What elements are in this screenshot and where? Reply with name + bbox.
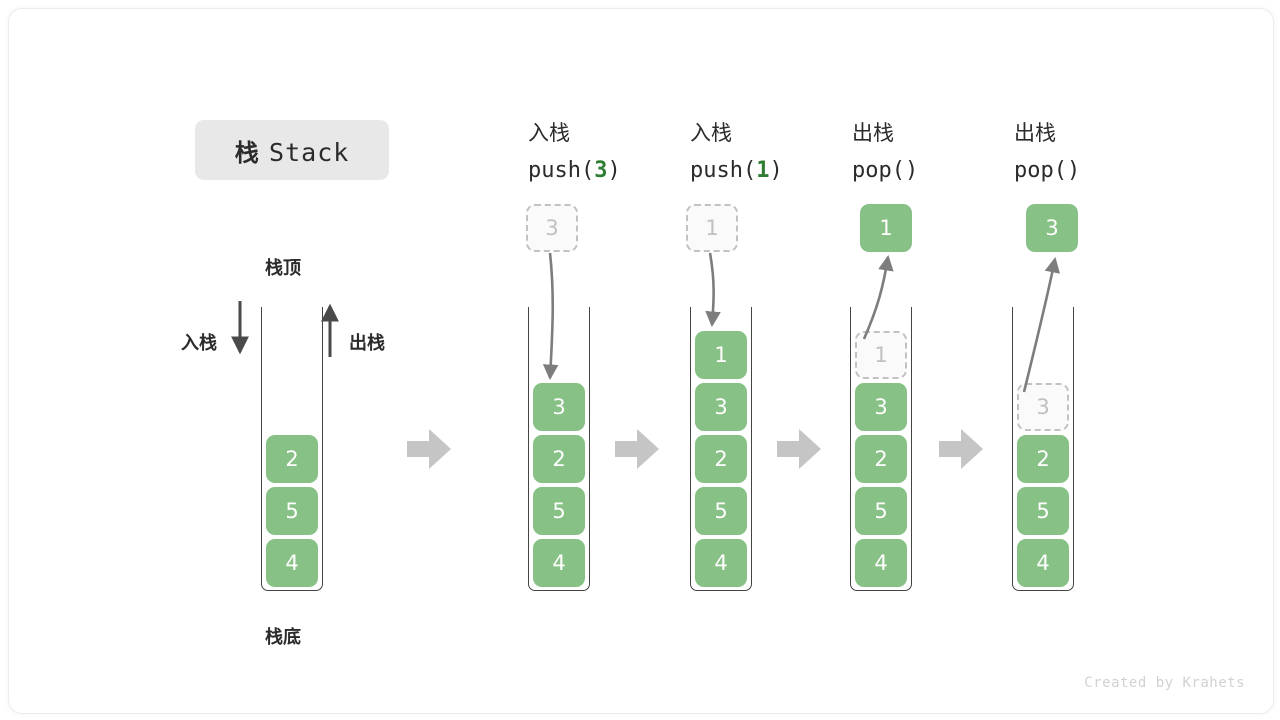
stack-cell: 4: [855, 539, 907, 587]
stack-initial-cells: 4 5 2: [266, 431, 318, 587]
transition-arrow: [407, 429, 451, 469]
call-prefix: push(: [690, 158, 757, 183]
column-head-line2: pop(): [1014, 152, 1080, 190]
call-prefix: push(: [528, 158, 595, 183]
stack-cell: 5: [695, 487, 747, 535]
stack-before-pop-2: 4 5 2 3: [1012, 307, 1074, 591]
column-head-line2: push(1): [690, 152, 783, 190]
stack-cell: 4: [1017, 539, 1069, 587]
stack-initial: 4 5 2: [261, 307, 323, 591]
popped-box-1: 1: [860, 204, 912, 252]
stack-cell: 2: [695, 435, 747, 483]
pop-side-label: 出栈: [349, 333, 385, 354]
call-argument: 3: [594, 158, 608, 183]
stack-after-push-3: 4 5 2 3: [528, 307, 590, 591]
stack-frame: [1012, 307, 1074, 591]
stack-cells: 4 5 2 3 1: [855, 327, 907, 587]
stack-cell: 5: [1017, 487, 1069, 535]
stack-cell: 5: [855, 487, 907, 535]
stack-bottom-label: 栈底: [265, 627, 301, 648]
stack-cell: 2: [855, 435, 907, 483]
column-head-line1: 出栈: [852, 121, 894, 145]
stack-frame: [690, 307, 752, 591]
stack-cell: 4: [533, 539, 585, 587]
stack-after-push-1: 4 5 2 3 1: [690, 307, 752, 591]
stack-cell: 1: [695, 331, 747, 379]
column-head-line1: 入栈: [690, 121, 732, 145]
call-suffix: ): [607, 158, 621, 183]
call-prefix: pop(: [852, 158, 905, 183]
arrow-layer: [231, 252, 1060, 469]
stack-frame: [850, 307, 912, 591]
stack-frame: [528, 307, 590, 591]
stack-top-label: 栈顶: [265, 258, 301, 279]
stack-cell: 2: [266, 435, 318, 483]
stack-cell: 3: [855, 383, 907, 431]
call-suffix: ): [1066, 158, 1081, 183]
incoming-ghost-box-1: 1: [686, 204, 738, 252]
stack-cell: 2: [533, 435, 585, 483]
title-text: 栈 Stack: [235, 133, 350, 168]
stack-cells: 4 5 2 3 1: [695, 327, 747, 587]
incoming-ghost-box-3: 3: [526, 204, 578, 252]
title-cjk: 栈: [234, 138, 260, 167]
stack-cell: 5: [533, 487, 585, 535]
popped-box-3: 3: [1026, 204, 1078, 252]
stack-cell: 4: [695, 539, 747, 587]
transition-arrow: [777, 429, 821, 469]
column-head-pop-2: 出栈 pop(): [1014, 114, 1080, 190]
stack-cell: 5: [266, 487, 318, 535]
transition-arrow: [939, 429, 983, 469]
title-latin: Stack: [269, 137, 350, 167]
call-suffix: ): [904, 158, 919, 183]
stack-cells: 4 5 2 3: [533, 379, 585, 587]
stack-frame: [261, 307, 323, 591]
call-argument: 1: [756, 158, 770, 183]
stack-before-pop-1: 4 5 2 3 1: [850, 307, 912, 591]
push-side-label: 入栈: [181, 333, 217, 354]
transition-arrow: [615, 429, 659, 469]
column-head-line1: 入栈: [528, 121, 570, 145]
stack-cells: 4 5 2 3: [1017, 379, 1069, 587]
column-head-pop-1: 出栈 pop(): [852, 114, 918, 190]
stack-cell: 4: [266, 539, 318, 587]
diagram-card: 栈 Stack 栈顶 入栈 出栈 4 5 2 栈底 入栈 push(3) 3 4…: [8, 8, 1274, 714]
stack-cell: 3: [695, 383, 747, 431]
column-head-line2: pop(): [852, 152, 918, 190]
title-badge: 栈 Stack: [195, 120, 389, 180]
stack-cell: 3: [533, 383, 585, 431]
call-prefix: pop(: [1014, 158, 1067, 183]
column-head-line1: 出栈: [1014, 121, 1056, 145]
stack-cell-ghost: 1: [855, 331, 907, 379]
stack-cell: 2: [1017, 435, 1069, 483]
call-suffix: ): [769, 158, 783, 183]
stack-cell-ghost: 3: [1017, 383, 1069, 431]
credit-text: Created by Krahets: [1084, 675, 1245, 691]
column-head-push-1: 入栈 push(1): [690, 114, 783, 190]
column-head-push-3: 入栈 push(3): [528, 114, 621, 190]
column-head-line2: push(3): [528, 152, 621, 190]
